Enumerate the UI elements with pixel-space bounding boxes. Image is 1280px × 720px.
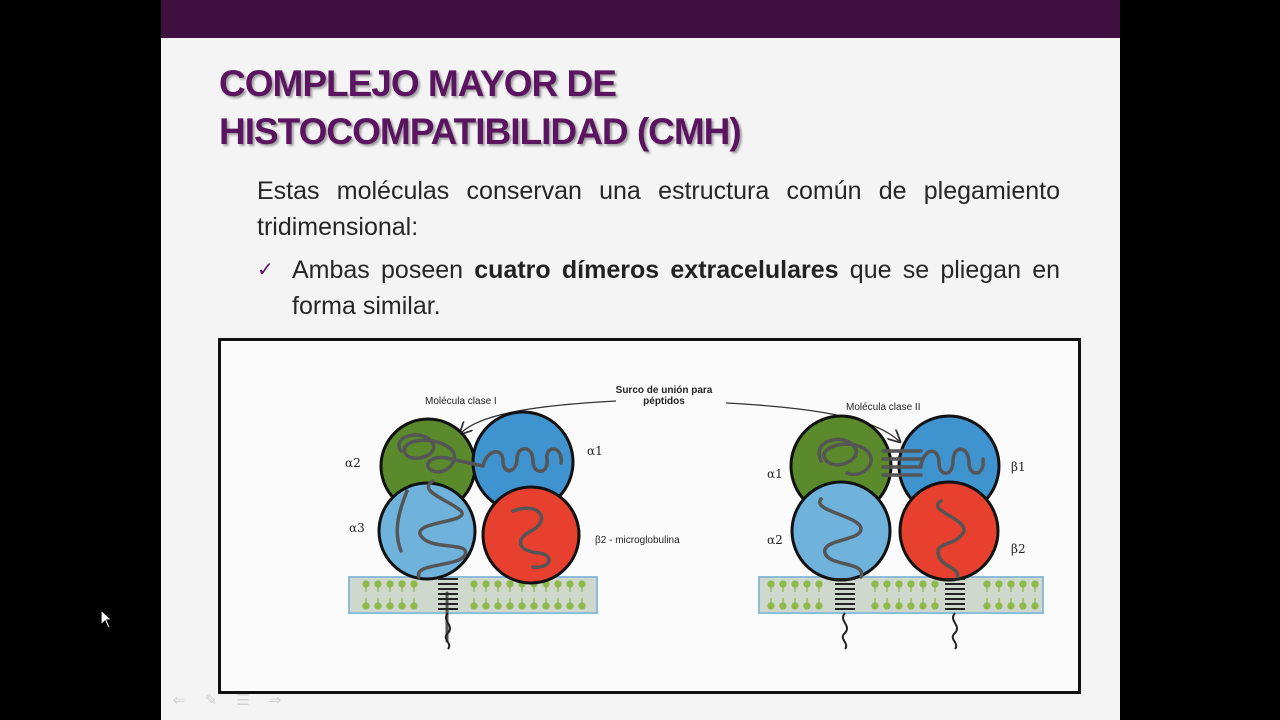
- bullet-text-bold: cuatro dímeros extracelulares: [474, 256, 839, 284]
- groove-label-line2: péptidos: [643, 396, 685, 407]
- bullet-text-start: Ambas poseen: [292, 256, 475, 284]
- title-line-2: HISTOCOMPATIBILIDAD (CMH): [219, 111, 742, 152]
- class2-alpha2-label: α2: [767, 533, 783, 547]
- pen-icon[interactable]: ✎: [204, 692, 218, 709]
- slide: COMPLEJO MAYOR DE HISTOCOMPATIBILIDAD (C…: [161, 0, 1120, 720]
- class2-beta2-label: β2: [1011, 542, 1026, 556]
- class1-molecule: α2 α1 α3 β2 - microglobulina: [345, 410, 680, 650]
- class2-polypeptide-chain: [817, 437, 985, 581]
- class2-alpha2-domain: [790, 480, 892, 582]
- mhc-diagram-figure: Molécula clase I Surco de unión para pép…: [218, 338, 1081, 694]
- intro-paragraph: Estas moléculas conservan una estructura…: [257, 177, 1060, 241]
- bullet-text-end: que se pliegan en forma similar.: [292, 256, 1060, 320]
- class2-lipid-bilayer: [767, 580, 1039, 610]
- class2-alpha1-label: α1: [767, 467, 783, 481]
- bullet-item: ✓ Ambas poseen cuatro dímeros extracelul…: [257, 252, 1060, 324]
- class1-title: Molécula clase I: [425, 396, 497, 407]
- class1-beta2-domain: [481, 485, 581, 585]
- class2-molecule: α1 β1 α2 β2: [758, 414, 1044, 650]
- groove-label-line1: Surco de unión para: [616, 385, 713, 396]
- class2-transmembrane-helix-beta: [945, 578, 965, 650]
- class1-alpha2-label: α2: [345, 456, 361, 470]
- class1-alpha3-domain: [377, 481, 477, 581]
- mouse-pointer-icon: [100, 609, 114, 629]
- slide-top-bar: [161, 0, 1120, 38]
- bullet-text: Ambas poseen cuatro dímeros extracelular…: [292, 252, 1060, 324]
- slide-title: COMPLEJO MAYOR DE HISTOCOMPATIBILIDAD (C…: [219, 60, 742, 156]
- class1-beta2-label: β2 - microglobulina: [595, 535, 680, 546]
- groove-arrow-class2: [725, 402, 899, 441]
- slideshow-navigation[interactable]: ⇐ ✎ ☰ ⇒: [169, 693, 285, 711]
- class1-alpha3-label: α3: [349, 521, 365, 535]
- class1-lipid-bilayer: [362, 580, 586, 610]
- class2-title: Molécula clase II: [846, 402, 920, 413]
- title-line-1: COMPLEJO MAYOR DE: [219, 63, 617, 104]
- forward-arrow-icon[interactable]: ⇒: [268, 692, 282, 709]
- back-arrow-icon[interactable]: ⇐: [172, 692, 186, 709]
- menu-icon[interactable]: ☰: [236, 692, 250, 709]
- mhc-diagram: Molécula clase I Surco de unión para pép…: [345, 385, 1044, 650]
- class2-transmembrane-helix-alpha: [835, 578, 855, 650]
- checkmark-icon: ✓: [257, 259, 274, 281]
- class1-alpha1-label: α1: [587, 444, 603, 458]
- class1-transmembrane-helix: [438, 578, 458, 650]
- class2-beta1-label: β1: [1011, 460, 1026, 474]
